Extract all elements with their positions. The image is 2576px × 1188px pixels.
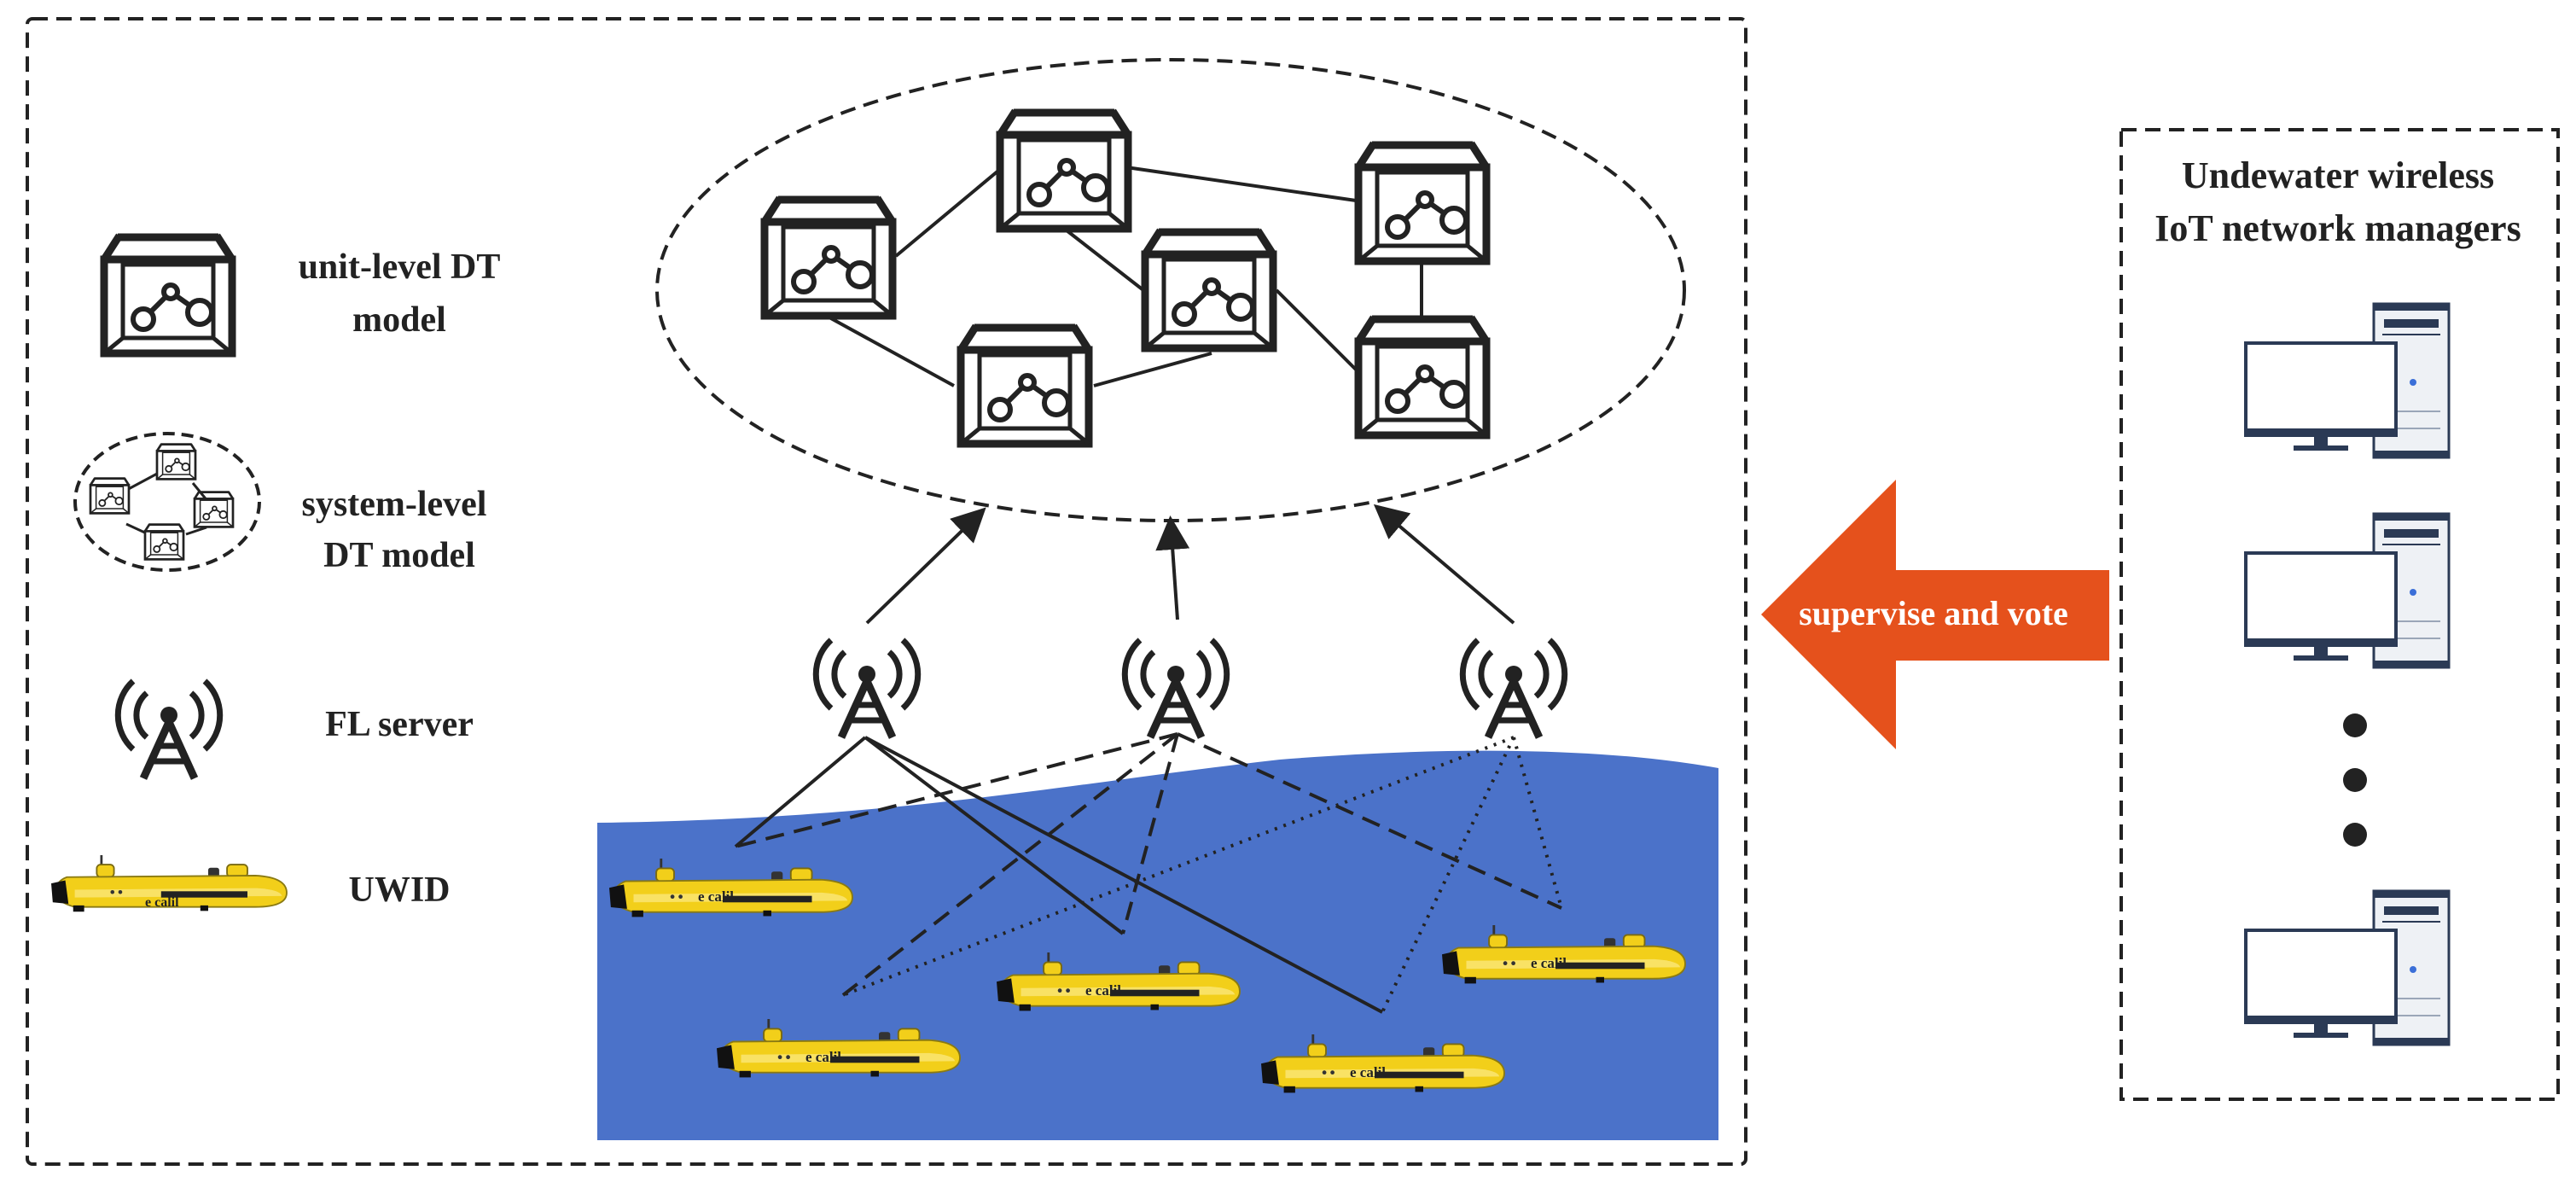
vehicle-hull-text-2: e calil [1085, 982, 1121, 999]
upload-arrows [865, 504, 1515, 625]
managers-panel-border [2120, 128, 2560, 1101]
dt-model-icon-6 [961, 326, 1089, 444]
legend-fl-server-label: FL server [325, 705, 474, 744]
vehicle-hull-text-5: e calil [1350, 1064, 1386, 1080]
manager-computer-icon-2 [2244, 512, 2451, 669]
manager-computer-icon-3 [2244, 889, 2451, 1046]
fl-server-icon-2 [1125, 640, 1226, 737]
dt-model-icon-1 [765, 198, 893, 316]
legend-system-model-label-1: system-level [302, 485, 487, 524]
legend-system-model-label-2: DT model [323, 536, 475, 575]
solid-links [734, 736, 1383, 1014]
supervise-arrow-shape [1761, 480, 2109, 749]
manager-computer-icon-1 [2244, 302, 2451, 459]
legend-unit-model-icon [104, 236, 232, 353]
dt-model-icon-4 [1145, 230, 1273, 348]
managers-title-line1: Undewater wireless [2182, 154, 2494, 196]
dt-model-icon-3 [1358, 143, 1486, 261]
dt-model-icon-5 [1358, 317, 1486, 435]
main-panel-border [26, 17, 1747, 1166]
legend-unit-model-label-1: unit-level DT [299, 248, 501, 287]
supervise-arrow-label: supervise and vote [1799, 594, 2068, 632]
vehicle-hull-text-legend: e calil [145, 895, 179, 910]
water-area [597, 750, 1718, 1140]
vehicle-hull-text-3: e calil [1531, 955, 1567, 971]
vehicle-hull-text-1: e calil [698, 888, 734, 905]
legend-unit-model-label-2: model [352, 300, 446, 340]
dashed-links [735, 732, 1562, 997]
dotted-links [842, 736, 1563, 1013]
dt-model-links [829, 166, 1423, 387]
fl-server-icon-1 [816, 640, 917, 737]
managers-title-line2: IoT network managers [2154, 207, 2521, 249]
legend-uwid-label: UWID [348, 871, 450, 910]
dt-model-icon-2 [1000, 111, 1128, 229]
vehicle-hull-text-4: e calil [805, 1049, 841, 1065]
legend-system-model-icon [73, 432, 261, 572]
fl-server-icon-3 [1462, 640, 1564, 737]
legend-fl-server-icon [118, 681, 219, 778]
more-managers-ellipsis [2343, 713, 2367, 847]
